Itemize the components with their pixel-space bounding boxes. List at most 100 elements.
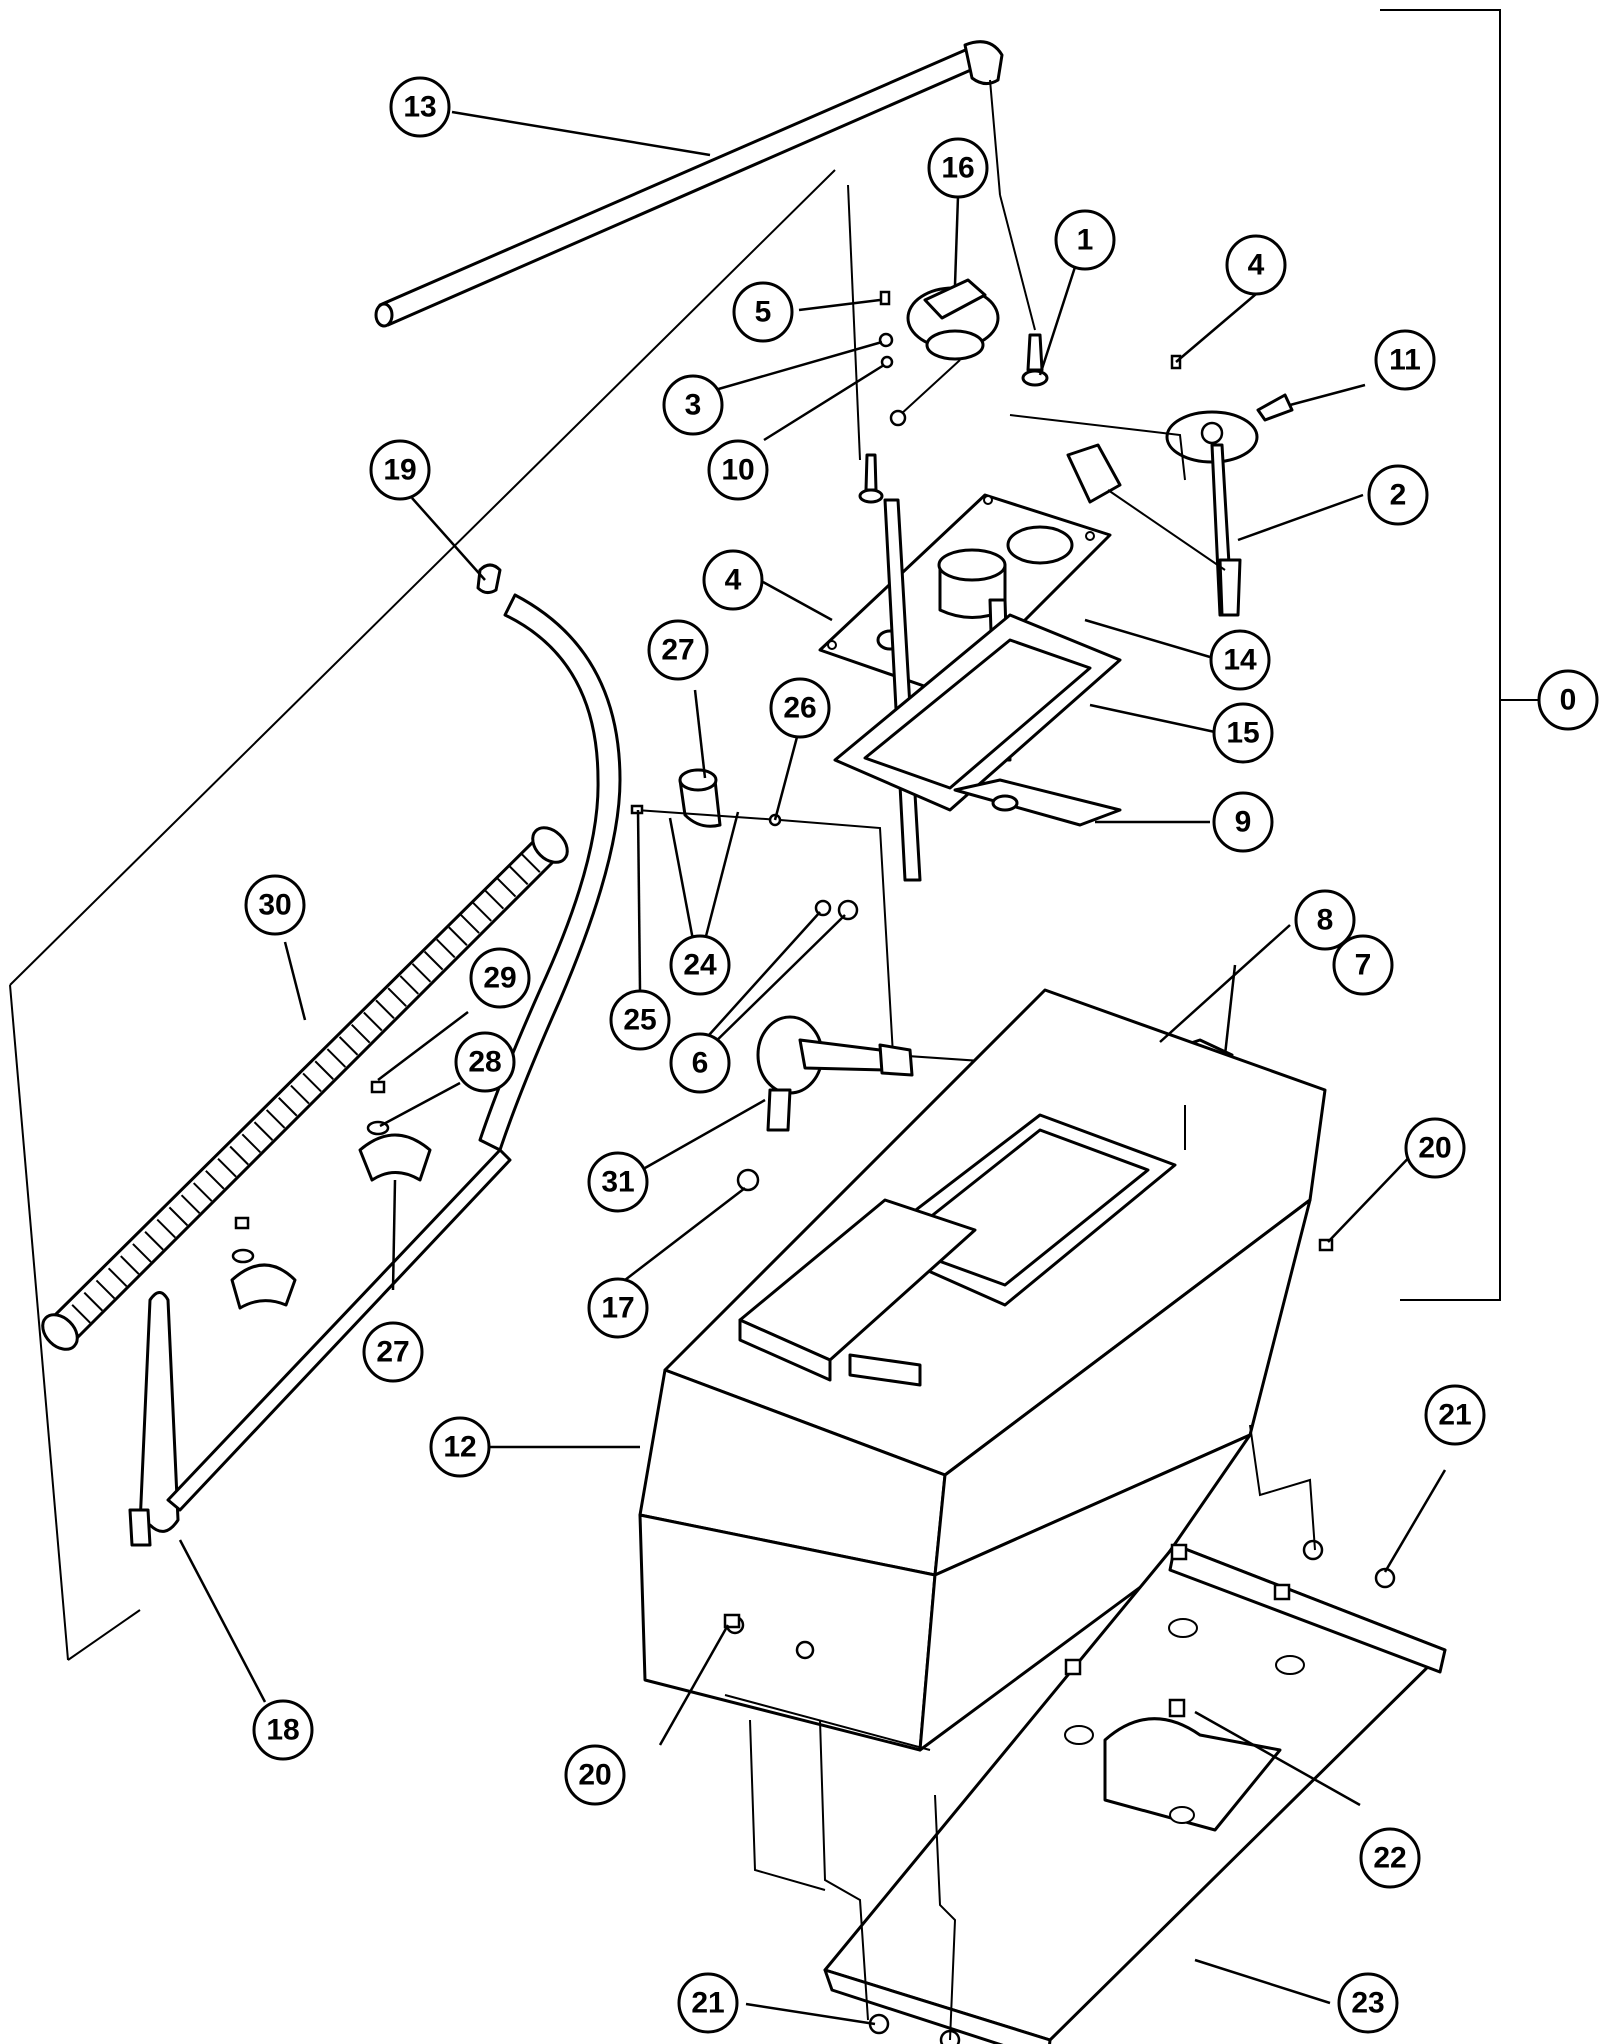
tube-rib: [192, 1182, 213, 1202]
tube-rib: [448, 926, 468, 946]
callout-21: 21: [677, 1972, 739, 2034]
top-hardware: [858, 290, 1182, 504]
callout-13: 13: [389, 76, 451, 138]
callout-4: 4: [702, 549, 764, 611]
tube-rib: [350, 1023, 371, 1044]
callout-28: 28: [454, 1031, 516, 1093]
mounting-tray: [823, 1539, 1447, 2044]
callout-24: 24: [669, 934, 731, 996]
svg-text:7: 7: [1355, 949, 1372, 982]
svg-text:0: 0: [1560, 684, 1577, 717]
svg-text:20: 20: [578, 1759, 611, 1792]
tube-rib: [95, 1279, 116, 1300]
tube-rib: [253, 1121, 274, 1141]
callout-31: 31: [587, 1151, 649, 1213]
tube-rib: [168, 1206, 189, 1227]
callout-29: 29: [469, 947, 531, 1009]
svg-text:9: 9: [1235, 806, 1252, 839]
callout-0: 0: [1537, 669, 1599, 731]
tube-rib: [265, 1109, 286, 1129]
tube-rib: [132, 1243, 152, 1263]
tube-rib: [436, 938, 456, 959]
svg-text:1: 1: [1077, 224, 1094, 257]
callout-3: 3: [662, 374, 724, 436]
tube-rib: [326, 1048, 347, 1068]
callout-11: 11: [1374, 329, 1436, 391]
tube-rib: [472, 902, 492, 922]
fuel-sender: [1009, 393, 1294, 617]
tube-rib: [399, 975, 420, 995]
svg-text:31: 31: [601, 1166, 634, 1199]
tube-rib: [205, 1170, 225, 1190]
tube-rib: [302, 1072, 322, 1093]
tube-rib: [156, 1218, 176, 1239]
tube-rib: [338, 1036, 359, 1056]
tube-rib: [180, 1194, 201, 1214]
tube-rib: [484, 890, 505, 910]
fuel-cap: [889, 278, 1000, 427]
callout-20: 20: [564, 1744, 626, 1806]
tube-rib: [496, 877, 517, 898]
tube-rib: [229, 1145, 249, 1166]
tube-rib: [387, 987, 407, 1007]
callout-7: 7: [1332, 934, 1394, 996]
svg-text:4: 4: [1248, 249, 1265, 282]
svg-text:25: 25: [623, 1004, 656, 1037]
tube-rib: [217, 1157, 237, 1178]
callout-12: 12: [429, 1416, 491, 1478]
tube-rib: [290, 1084, 310, 1105]
svg-text:13: 13: [403, 91, 436, 124]
tube-rib: [107, 1267, 128, 1287]
svg-text:30: 30: [258, 889, 291, 922]
callout-14: 14: [1209, 629, 1271, 691]
svg-text:18: 18: [266, 1714, 299, 1747]
svg-text:24: 24: [683, 949, 717, 982]
construction-lines: [9, 79, 1036, 1661]
callout-21: 21: [1424, 1384, 1486, 1446]
svg-text:5: 5: [755, 296, 772, 329]
tube-rib: [144, 1231, 164, 1251]
svg-text:2: 2: [1390, 479, 1407, 512]
alignment-lines: [749, 1105, 1316, 2041]
svg-text:19: 19: [383, 454, 416, 487]
callout-8: 8: [1294, 889, 1356, 951]
svg-text:20: 20: [1418, 1132, 1451, 1165]
loose-clamps: [230, 1080, 432, 1310]
callout-5: 5: [732, 281, 794, 343]
leader-lines: [178, 110, 1447, 2026]
callout-18: 18: [252, 1699, 314, 1761]
callout-30: 30: [244, 874, 306, 936]
svg-text:22: 22: [1373, 1842, 1406, 1875]
fuel-filter: [736, 899, 914, 1192]
tube-rib: [363, 1011, 383, 1032]
tank-bolts: [723, 1238, 1334, 1629]
tube-rib: [241, 1133, 262, 1154]
svg-text:3: 3: [685, 389, 702, 422]
svg-text:16: 16: [941, 152, 974, 185]
callout-16: 16: [927, 137, 989, 199]
callout-23: 23: [1337, 1972, 1399, 2034]
mounting-bracket: [953, 778, 1122, 827]
assembly-bracket: [1380, 9, 1540, 1301]
callout-22: 22: [1359, 1827, 1421, 1889]
svg-text:21: 21: [691, 1987, 724, 2020]
callout-20: 20: [1404, 1117, 1466, 1179]
tube-rib: [120, 1255, 140, 1275]
callout-9: 9: [1212, 791, 1274, 853]
svg-text:27: 27: [661, 634, 694, 667]
tube-rib: [278, 1097, 298, 1117]
tube-rib: [460, 914, 480, 934]
svg-text:10: 10: [721, 454, 754, 487]
svg-text:8: 8: [1317, 904, 1334, 937]
fuel-tank: [638, 988, 1327, 1752]
svg-text:17: 17: [601, 1292, 634, 1325]
svg-text:6: 6: [692, 1047, 709, 1080]
callout-6: 6: [669, 1032, 731, 1094]
tube-rib: [521, 853, 541, 873]
tube-rib: [375, 999, 395, 1020]
svg-text:4: 4: [725, 564, 742, 597]
svg-text:27: 27: [376, 1336, 409, 1369]
svg-text:29: 29: [483, 962, 516, 995]
callout-10: 10: [707, 439, 769, 501]
svg-text:28: 28: [468, 1046, 501, 1079]
